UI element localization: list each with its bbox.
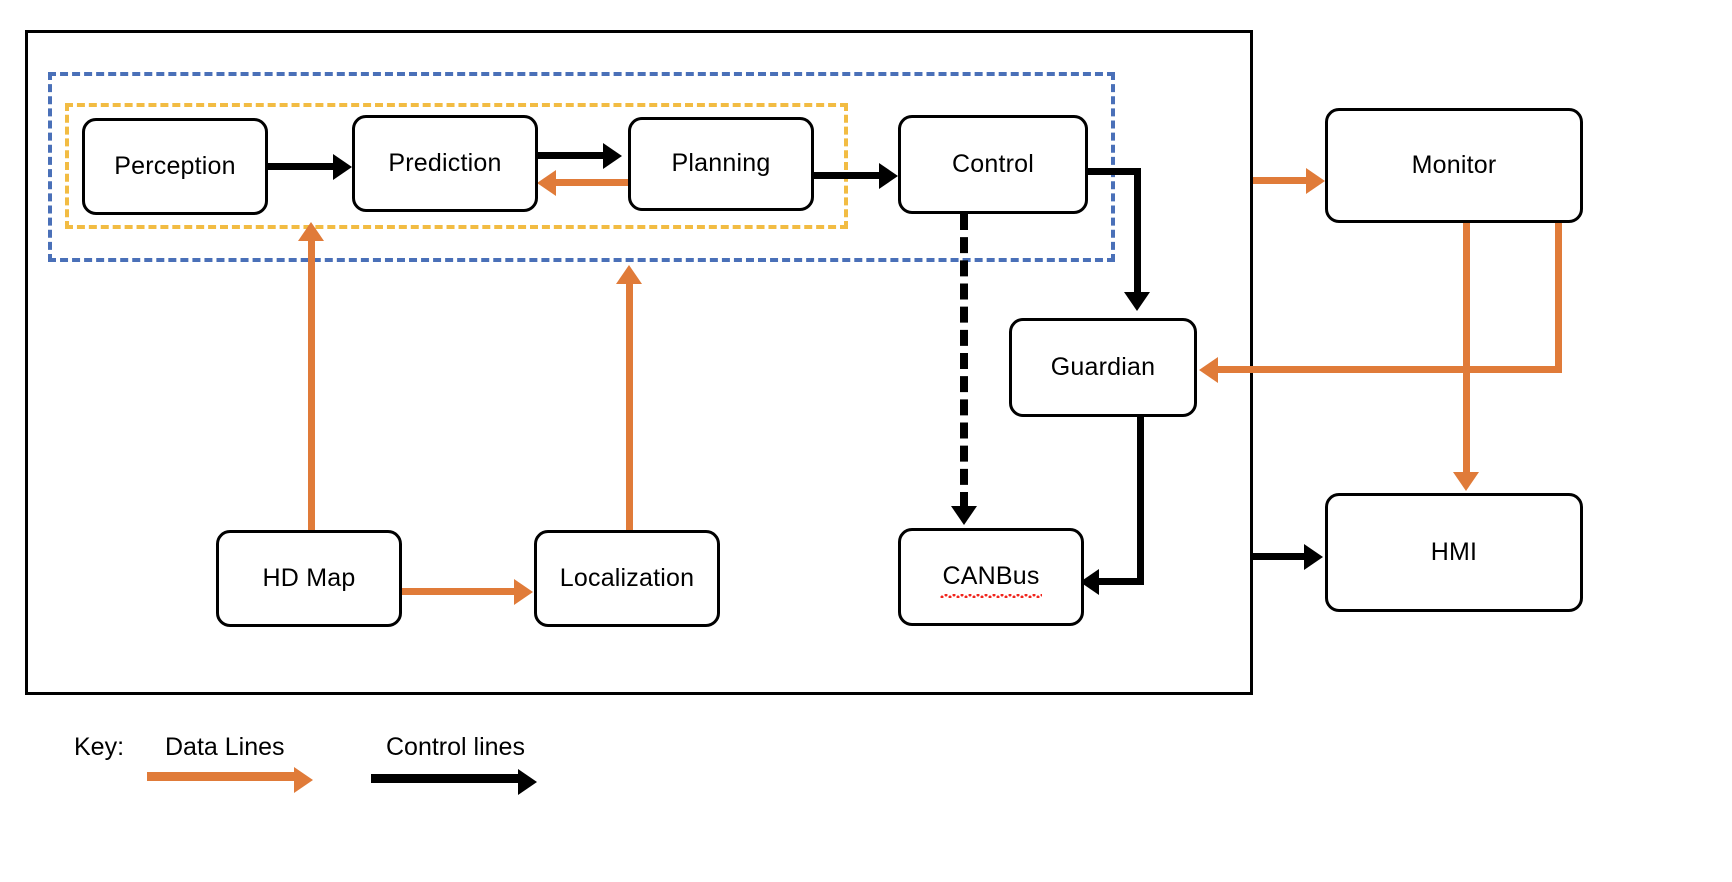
edge-planning-to-control-line: [814, 172, 882, 179]
edge-hdmap-to-perception-arrowhead: [298, 222, 324, 241]
edge-control-to-guardian-horizontal: [1088, 168, 1141, 175]
node-hd-map[interactable]: HD Map: [216, 530, 402, 627]
edge-control-to-canbus-dashed-line: [960, 214, 968, 508]
node-perception[interactable]: Perception: [82, 118, 268, 215]
edge-monitor-to-hmi-arrowhead: [1453, 472, 1479, 491]
edge-canbus-to-hmi-arrowhead: [1304, 544, 1323, 570]
group-boundary-blue-dashed: [48, 72, 1115, 262]
node-guardian-label: Guardian: [1050, 352, 1156, 381]
edge-hdmap-to-perception-line: [308, 240, 315, 535]
edge-monitor-to-guardian-arrowhead: [1199, 357, 1218, 383]
edge-prediction-to-planning-line: [538, 152, 606, 159]
node-hd-map-label: HD Map: [262, 563, 356, 592]
edge-monitor-to-hmi-line: [1463, 222, 1470, 474]
edge-localization-to-planning-arrowhead: [616, 265, 642, 284]
system-boundary-frame: [25, 30, 1253, 695]
edge-hdmap-to-localization-line: [402, 588, 516, 595]
node-perception-label: Perception: [114, 151, 236, 180]
edge-control-to-guardian-vertical: [1134, 168, 1141, 293]
edge-guardian-to-canbus-vertical: [1137, 416, 1144, 581]
edge-perception-to-prediction-line: [268, 163, 336, 170]
edge-planning-to-control-arrowhead: [879, 163, 898, 189]
edge-guardian-to-canbus-arrowhead: [1080, 569, 1099, 595]
node-hmi-label: HMI: [1430, 537, 1478, 566]
edge-monitor-to-guardian-vertical: [1555, 222, 1562, 370]
edge-planning-to-prediction-arrowhead: [537, 170, 556, 196]
legend-title: Key:: [74, 733, 125, 761]
node-prediction[interactable]: Prediction: [352, 115, 538, 212]
legend-control-lines-swatch-line: [371, 774, 521, 783]
node-canbus[interactable]: CANBus: [898, 528, 1084, 626]
legend-data-lines-swatch-arrowhead: [294, 767, 313, 793]
node-localization[interactable]: Localization: [534, 530, 720, 627]
node-canbus-label: CANBus: [940, 562, 1042, 598]
edge-localization-to-planning-line: [626, 283, 633, 535]
edge-canbus-to-hmi-line: [1253, 553, 1307, 560]
node-localization-label: Localization: [559, 563, 695, 592]
edge-system-to-monitor-arrowhead: [1306, 168, 1325, 194]
group-boundary-yellow-dashed: [65, 103, 848, 229]
edge-control-to-canbus-arrowhead: [951, 506, 977, 525]
node-planning-label: Planning: [671, 149, 771, 178]
edge-planning-to-prediction-line: [556, 179, 630, 186]
node-planning[interactable]: Planning: [628, 117, 814, 211]
edge-monitor-to-guardian-horizontal: [1218, 366, 1562, 373]
legend-data-lines-label: Data Lines: [165, 733, 285, 761]
legend-control-lines-swatch-arrowhead: [518, 769, 537, 795]
node-monitor-label: Monitor: [1411, 150, 1497, 179]
node-prediction-label: Prediction: [388, 148, 502, 177]
edge-system-to-monitor-line: [1253, 177, 1309, 184]
node-guardian[interactable]: Guardian: [1009, 318, 1197, 417]
edge-prediction-to-planning-arrowhead: [603, 143, 622, 169]
node-control[interactable]: Control: [898, 115, 1088, 214]
edge-control-to-guardian-arrowhead: [1124, 292, 1150, 311]
legend-control-lines-label: Control lines: [386, 733, 525, 761]
edge-hdmap-to-localization-arrowhead: [514, 579, 533, 605]
node-hmi[interactable]: HMI: [1325, 493, 1583, 612]
node-monitor[interactable]: Monitor: [1325, 108, 1583, 223]
legend-data-lines-swatch-line: [147, 772, 297, 781]
edge-perception-to-prediction-arrowhead: [333, 154, 352, 180]
node-control-label: Control: [952, 149, 1034, 178]
edge-guardian-to-canbus-horizontal: [1098, 578, 1144, 585]
